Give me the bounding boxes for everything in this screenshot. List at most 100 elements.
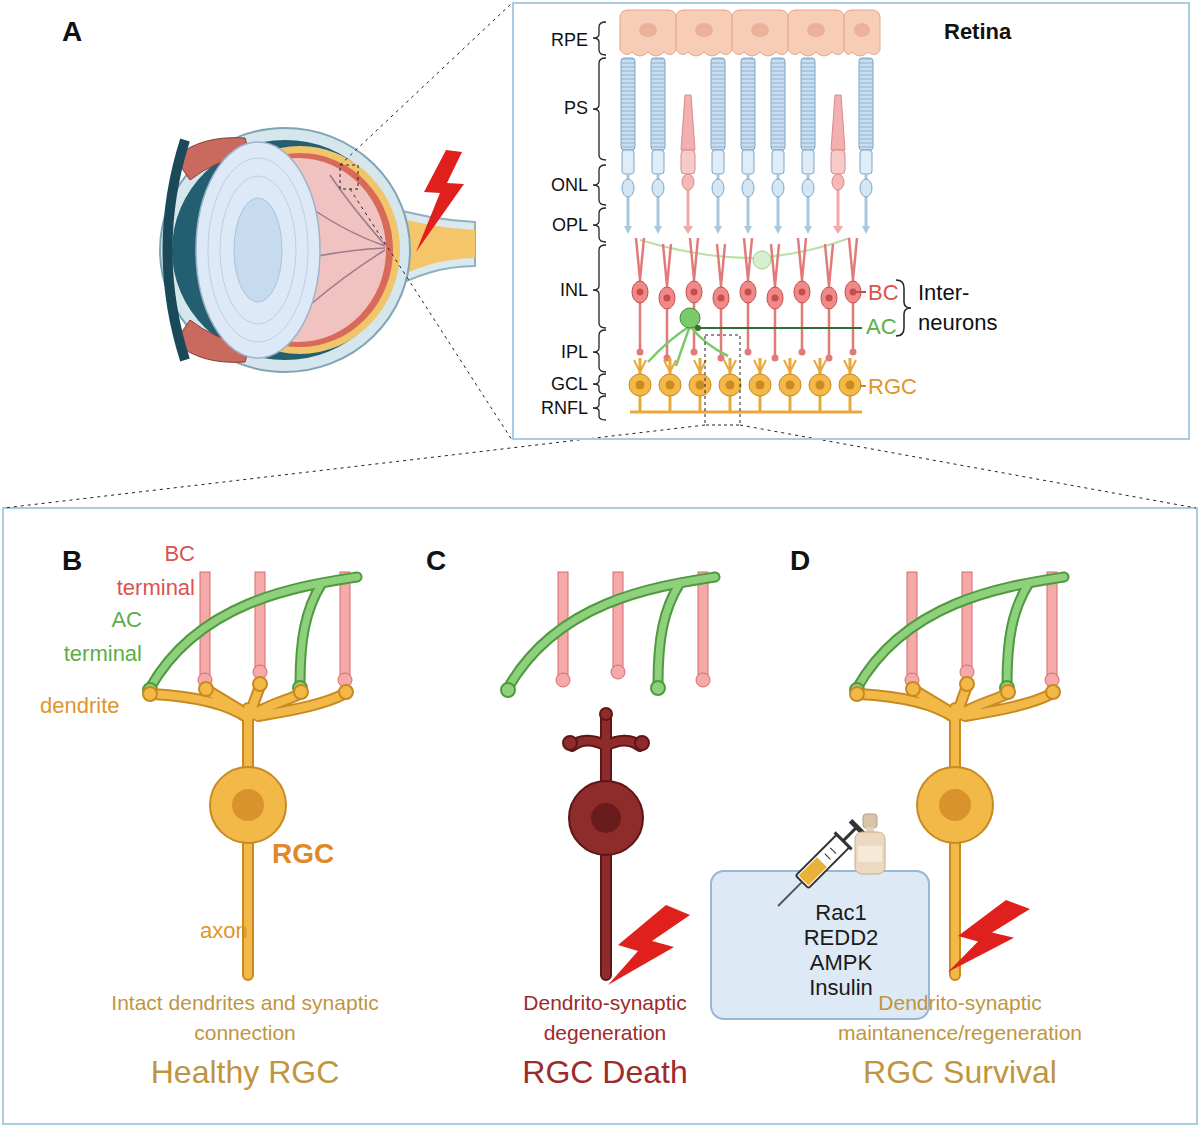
retina-layers [839, 358, 861, 412]
retina-layers [740, 238, 756, 356]
eye-illustration [350, 189, 512, 440]
injury-bolt [948, 900, 1030, 972]
rpe-cells [751, 23, 769, 37]
bottle-icon [855, 814, 885, 874]
rpe-cells [788, 10, 844, 56]
brace [896, 280, 911, 336]
retina-layers [719, 358, 741, 412]
syringe-icon [778, 882, 802, 906]
horizontal-cell [753, 251, 771, 269]
retina-layers [713, 244, 729, 362]
injury-bolt [608, 905, 690, 985]
layer-name: ONL [508, 174, 588, 197]
dying-rgc [563, 736, 577, 750]
part-label: AC terminal [42, 603, 142, 671]
rpe-cells [695, 23, 713, 37]
panel-title: Retina [944, 18, 1074, 46]
rpe-cells [732, 10, 788, 56]
eye-illustration [234, 198, 282, 302]
retina-layers [767, 244, 783, 362]
eye-illustration [208, 158, 308, 342]
retina-layers [593, 10, 911, 425]
caption-title: RGC Survival [810, 1052, 1110, 1092]
zoom-line [4, 425, 705, 508]
retina-layers [831, 95, 845, 234]
panel-letter: B [62, 543, 102, 578]
bottle-icon [863, 814, 877, 828]
layer-braces [593, 330, 606, 372]
retina-layers [629, 358, 651, 412]
retina-layers [794, 238, 810, 356]
syringe-icon [830, 848, 836, 854]
retina-layers [801, 58, 815, 234]
layer-braces [593, 374, 606, 394]
cell-label: AC [866, 313, 906, 341]
layer-name: PS [508, 97, 588, 120]
retina-layers [771, 58, 785, 234]
rpe-cells [807, 23, 825, 37]
synaptic-terminals [850, 572, 1064, 697]
bottle-icon [858, 846, 882, 862]
retina-layers [711, 58, 725, 234]
syringe-icon [843, 828, 856, 841]
syringe-icon [796, 835, 850, 889]
retina-layers [741, 58, 755, 234]
layer-braces [593, 58, 606, 160]
layer-braces [593, 245, 606, 328]
bottle-icon [866, 827, 874, 833]
amacrine-cell [695, 325, 701, 331]
panel-frame [3, 508, 1197, 1124]
retina-layers [659, 358, 681, 412]
retina-layers [859, 58, 873, 234]
healthy-rgc [143, 677, 353, 975]
retina-layers [681, 95, 695, 234]
panel-letter: C [426, 543, 466, 578]
eye-illustration [340, 3, 512, 165]
retina-layers [621, 58, 635, 234]
retina-layers [651, 58, 665, 234]
layer-name: RNFL [508, 397, 588, 420]
dying-rgc [569, 781, 643, 855]
panel-letter: A [62, 14, 102, 49]
horizontal-cell [640, 238, 850, 258]
caption: Dendrito-synaptic maintanence/regenerati… [815, 988, 1105, 1048]
panel-letter: D [790, 543, 830, 578]
caption: Intact dendrites and synaptic connection [110, 988, 380, 1048]
cell-label: BC [868, 279, 908, 307]
eye-illustration [220, 176, 296, 324]
layer-braces [593, 208, 606, 242]
group-label: Inter- neurons [918, 278, 1018, 338]
syringe-icon [835, 832, 852, 849]
caption-title: Healthy RGC [95, 1052, 395, 1092]
layer-braces [593, 22, 606, 55]
dying-rgc [600, 708, 612, 720]
syringe-icon [849, 819, 865, 835]
retina-layers [689, 358, 711, 412]
eye-illustration [196, 142, 320, 358]
layer-braces [593, 165, 606, 205]
leader-line [856, 291, 866, 293]
rpe-cells [620, 10, 676, 56]
zoom-box [705, 335, 740, 425]
retina-layers [686, 238, 702, 356]
syringe-icon [825, 854, 831, 860]
eye-illustration [160, 3, 512, 440]
leader-line [860, 385, 866, 387]
retina-layers [821, 244, 837, 362]
cell-label: RGC [868, 373, 928, 401]
retina-layers [659, 244, 675, 362]
retina-layers [779, 358, 801, 412]
eye-illustration [168, 140, 186, 360]
layer-name: GCL [508, 373, 588, 396]
amacrine-cell [648, 326, 728, 366]
retina-layers [809, 358, 831, 412]
layer-braces [593, 22, 606, 420]
retina-layers [630, 411, 862, 414]
caption: Dendrito-synaptic degeneration [490, 988, 720, 1048]
part-label: BC terminal [95, 537, 195, 605]
syringe-icon [799, 857, 827, 885]
syringe-icon [770, 817, 868, 915]
amacrine-cell [680, 308, 700, 328]
